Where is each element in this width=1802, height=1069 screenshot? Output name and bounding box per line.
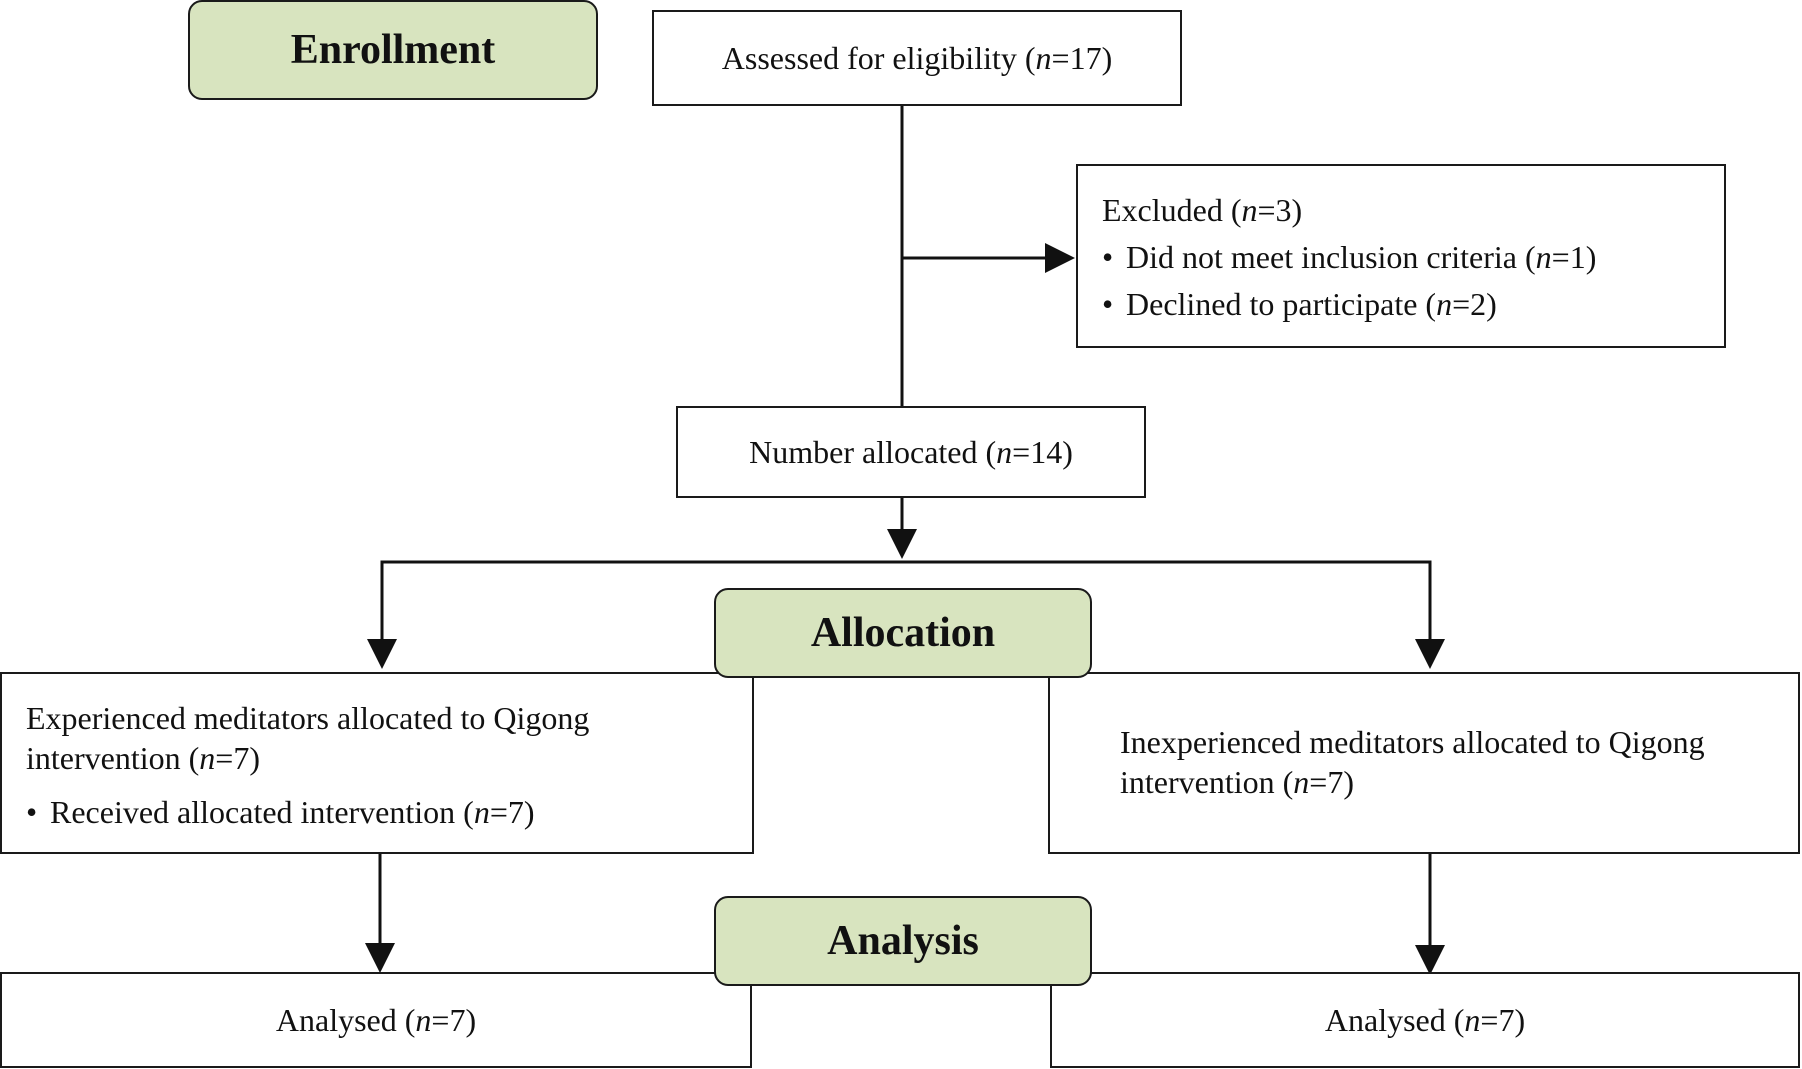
experienced-box: Experienced meditators allocated to Qigo… xyxy=(0,672,754,854)
analysed-right-text: Analysed (n=7) xyxy=(1324,1002,1526,1038)
excluded-item-criteria: •Did not meet inclusion criteria (n=1) xyxy=(1102,239,1597,275)
analysis-stage-label: Analysis xyxy=(714,896,1092,986)
enrollment-stage-label: Enrollment xyxy=(188,0,598,100)
analysis-text: Analysis xyxy=(827,918,979,964)
excluded-title: Excluded (n=3) xyxy=(1102,192,1303,228)
excluded-box: Excluded (n=3) •Did not meet inclusion c… xyxy=(1076,164,1726,348)
experienced-item-received: •Received allocated intervention (n=7) xyxy=(26,794,535,830)
assessed-text: Assessed for eligibility (n=17) xyxy=(721,40,1113,76)
assessed-box: Assessed for eligibility (n=17) xyxy=(652,10,1182,106)
analysed-left-box: Analysed (n=7) xyxy=(0,972,752,1068)
analysed-right-box: Analysed (n=7) xyxy=(1050,972,1800,1068)
allocated-text: Number allocated (n=14) xyxy=(749,434,1073,470)
experienced-line1: Experienced meditators allocated to Qigo… xyxy=(26,700,590,736)
inexperienced-box: Inexperienced meditators allocated to Qi… xyxy=(1048,672,1800,854)
inexperienced-line2: intervention (n=7) xyxy=(1120,764,1354,800)
allocated-box: Number allocated (n=14) xyxy=(676,406,1146,498)
enrollment-text: Enrollment xyxy=(290,27,496,73)
inexperienced-line1: Inexperienced meditators allocated to Qi… xyxy=(1120,724,1705,760)
experienced-line2: intervention (n=7) xyxy=(26,740,260,776)
split-line xyxy=(380,560,1432,666)
allocation-text: Allocation xyxy=(810,610,996,656)
analysed-left-text: Analysed (n=7) xyxy=(275,1002,477,1038)
allocation-stage-label: Allocation xyxy=(714,588,1092,678)
excluded-item-declined: •Declined to participate (n=2) xyxy=(1102,286,1497,322)
